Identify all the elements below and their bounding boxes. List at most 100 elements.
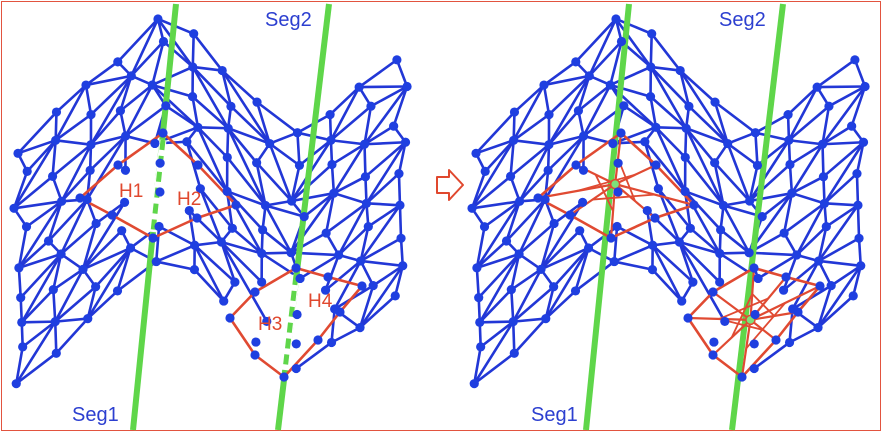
left-mesh-edge-118 (196, 126, 229, 193)
left-mesh-edge-47 (53, 285, 97, 323)
right-mesh-vertex-30 (578, 131, 589, 141)
left-mesh-edge-20 (20, 320, 57, 324)
left-mesh-edge-224 (365, 202, 402, 207)
left-panel-original-mesh: Seg2 Seg1 H1 H2 H3 H4 (9, 3, 412, 431)
right-mesh-vertex-57 (680, 152, 690, 162)
left-mesh-vertex-5 (16, 293, 26, 303)
left-hole-vertex-8 (225, 313, 235, 323)
right-mesh-edge-112 (649, 65, 688, 130)
right-mesh-vertex-86 (792, 250, 802, 260)
right-mesh-vertex-14 (514, 249, 524, 259)
left-mesh-vertex-31 (120, 165, 131, 175)
left-mesh-edge-148 (220, 240, 237, 284)
left-mesh-vertex-107 (390, 291, 400, 301)
right-mesh-edge-70 (552, 246, 590, 289)
right-mesh-vertex-37 (616, 36, 627, 47)
right-seg2-label: Seg2 (719, 9, 766, 31)
left-mesh-vertex-12 (57, 196, 67, 206)
left-mesh-vertices (9, 14, 412, 389)
left-mesh-edge-72 (86, 289, 119, 320)
right-mesh-edge-197 (790, 191, 826, 205)
left-mesh-vertex-3 (21, 222, 32, 232)
right-mesh-edge-55 (547, 74, 591, 146)
left-seg2-label: Seg2 (265, 9, 312, 31)
filled-hole-h1-h2-vertex-0 (533, 193, 543, 203)
right-mesh-edge-5 (470, 138, 515, 210)
left-mesh-vertex-92 (359, 139, 370, 149)
right-mesh-vertex-91 (824, 101, 834, 111)
left-mesh-edge-137 (226, 126, 258, 165)
right-mesh-edge-44 (510, 268, 543, 291)
left-mesh-edge-192 (330, 163, 336, 195)
right-mesh-vertex-16 (508, 317, 518, 327)
left-mesh-vertex-10 (51, 135, 61, 145)
left-mesh-edge-188 (329, 85, 361, 142)
right-mesh-vertex-55 (684, 101, 694, 111)
left-mesh-vertex-34 (125, 243, 136, 253)
right-mesh-vertex-92 (817, 139, 828, 149)
right-mesh-edge-135 (684, 126, 730, 145)
left-mesh-edge-35 (60, 169, 92, 203)
right-mesh-edge-32 (509, 143, 551, 178)
left-mesh-edge-166 (260, 251, 293, 255)
right-mesh-edge-61 (543, 134, 585, 201)
left-mesh-vertex-7 (18, 342, 28, 352)
left-mesh-vertex-49 (182, 137, 192, 147)
left-mesh-edge-50 (84, 83, 93, 116)
left-mesh-edge-21 (14, 345, 24, 385)
left-mesh-vertex-60 (216, 237, 226, 247)
right-mesh-edge-51 (542, 60, 578, 87)
left-mesh-edge-48 (53, 317, 90, 323)
right-mesh-edge-2 (474, 138, 515, 155)
left-mesh-vertex-89 (326, 337, 337, 348)
right-mesh-vertex-23 (549, 218, 559, 229)
right-mesh-edge-211 (815, 58, 857, 89)
left-mesh-edge-122 (199, 187, 223, 244)
left-mesh-vertex-24 (78, 264, 88, 274)
right-mesh-edge-43 (510, 288, 515, 323)
filled-hole-h3-h4-vertex-7 (737, 372, 747, 382)
left-mesh-edge-68 (81, 246, 132, 271)
right-mesh-edge-206 (788, 307, 794, 344)
right-mesh-vertex-49 (640, 137, 650, 147)
right-mesh-edge-148 (678, 240, 695, 284)
right-mesh-vertex-67 (716, 225, 726, 235)
right-mesh-edge-58 (547, 134, 585, 146)
left-mesh-edge-190 (329, 104, 373, 142)
left-mesh-vertex-57 (222, 152, 232, 162)
right-mesh-vertex-44 (609, 256, 619, 267)
left-mesh-edge-140 (225, 156, 267, 207)
right-mesh-edge-205 (791, 259, 820, 311)
right-mesh-edge-192 (788, 163, 794, 195)
left-mesh-edge-220 (364, 140, 407, 178)
right-mesh-edge-138 (684, 126, 725, 207)
right-mesh-vertex-93 (818, 172, 829, 182)
left-mesh-vertex-37 (158, 36, 169, 47)
right-mesh-edge-30 (512, 138, 551, 146)
left-mesh-edge-30 (54, 138, 93, 146)
right-mesh-vertex-47 (645, 92, 656, 102)
left-mesh-edge-232 (371, 264, 405, 287)
right-mesh-edge-200 (795, 202, 826, 257)
right-mesh-edge-72 (544, 289, 577, 320)
left-mesh-edge-1 (16, 110, 58, 155)
left-mesh-vertex-39 (161, 101, 171, 111)
left-mesh-edge-83 (124, 104, 168, 138)
left-mesh-vertex-84 (329, 188, 339, 198)
right-mesh-vertex-33 (575, 226, 585, 236)
right-mesh-vertex-40 (608, 138, 618, 149)
right-mesh-vertex-80 (749, 363, 759, 374)
left-mesh-edge-100 (164, 104, 200, 129)
right-mesh-edge-76 (577, 74, 591, 113)
left-hole-vertex-16 (250, 350, 260, 360)
left-mesh-vertex-55 (226, 101, 236, 111)
right-mesh-vertex-100 (860, 81, 870, 92)
left-mesh-edge-162 (264, 204, 306, 218)
right-mesh-edge-217 (821, 124, 853, 146)
right-mesh-edge-230 (817, 259, 863, 268)
right-mesh-edge-26 (513, 83, 546, 114)
left-mesh-vertex-32 (119, 197, 130, 207)
left-mesh-edge-43 (52, 288, 57, 323)
right-mesh-edge-154 (726, 131, 757, 145)
right-mesh-edge-231 (816, 284, 833, 329)
